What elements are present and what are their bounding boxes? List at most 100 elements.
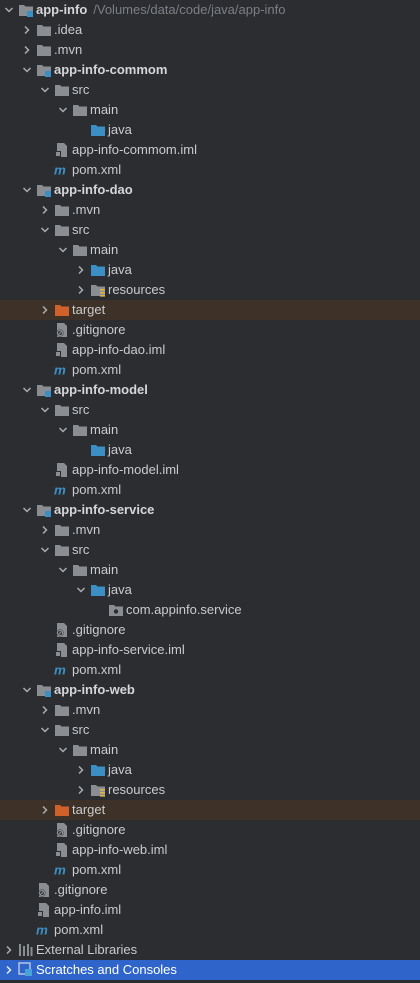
tree-label: com.appinfo.service <box>126 600 242 620</box>
tree-row-main[interactable]: main <box>0 420 420 440</box>
tree-row-main[interactable]: main <box>0 560 420 580</box>
tree-row-java[interactable]: java <box>0 120 420 140</box>
chevron-right-icon[interactable] <box>74 280 88 300</box>
tree-row-main[interactable]: main <box>0 740 420 760</box>
tree-label: pom.xml <box>54 920 103 940</box>
tree-row-com-appinfo-service[interactable]: com.appinfo.service <box>0 600 420 620</box>
tree-row-gitignore[interactable]: .gitignore <box>0 620 420 640</box>
chevron-right-icon[interactable] <box>20 40 34 60</box>
tree-row-idea[interactable]: .idea <box>0 20 420 40</box>
chevron-down-icon[interactable] <box>74 580 88 600</box>
tree-row-app-info[interactable]: app-info/Volumes/data/code/java/app-info <box>0 0 420 20</box>
tree-row-external-libraries[interactable]: External Libraries <box>0 940 420 960</box>
tree-label: main <box>90 560 118 580</box>
tree-row-app-info-commom[interactable]: app-info-commom <box>0 60 420 80</box>
tree-row-src[interactable]: src <box>0 400 420 420</box>
chevron-down-icon[interactable] <box>2 0 16 20</box>
tree-row-mvn[interactable]: .mvn <box>0 200 420 220</box>
tree-row-app-info-web-iml[interactable]: app-info-web.iml <box>0 840 420 860</box>
chevron-down-icon[interactable] <box>20 380 34 400</box>
chevron-down-icon[interactable] <box>38 720 52 740</box>
tree-row-app-info-web[interactable]: app-info-web <box>0 680 420 700</box>
tree-row-gitignore[interactable]: .gitignore <box>0 820 420 840</box>
tree-row-target[interactable]: target <box>0 800 420 820</box>
chevron-right-icon[interactable] <box>38 800 52 820</box>
chevron-down-icon[interactable] <box>38 400 52 420</box>
tree-label: java <box>108 760 132 780</box>
tree-row-src[interactable]: src <box>0 80 420 100</box>
tree-row-mvn[interactable]: .mvn <box>0 520 420 540</box>
tree-row-src[interactable]: src <box>0 720 420 740</box>
chevron-down-icon[interactable] <box>56 420 70 440</box>
tree-row-gitignore[interactable]: .gitignore <box>0 880 420 900</box>
tree-row-src[interactable]: src <box>0 540 420 560</box>
tree-row-app-info-service-iml[interactable]: app-info-service.iml <box>0 640 420 660</box>
tree-row-app-info-dao[interactable]: app-info-dao <box>0 180 420 200</box>
tree-label: src <box>72 220 89 240</box>
tree-row-app-info-model[interactable]: app-info-model <box>0 380 420 400</box>
chevron-down-icon[interactable] <box>38 80 52 100</box>
tree-label-text: .gitignore <box>72 622 126 637</box>
chevron-right-icon[interactable] <box>2 960 16 980</box>
chevron-down-icon[interactable] <box>20 180 34 200</box>
chevron-right-icon[interactable] <box>74 260 88 280</box>
maven-file-icon: m <box>54 862 70 878</box>
tree-label: main <box>90 100 118 120</box>
tree-row-target[interactable]: target <box>0 300 420 320</box>
chevron-down-icon[interactable] <box>38 540 52 560</box>
chevron-right-icon[interactable] <box>20 20 34 40</box>
tree-label: src <box>72 540 89 560</box>
chevron-down-icon[interactable] <box>56 560 70 580</box>
svg-text:m: m <box>54 363 66 377</box>
tree-row-app-info-iml[interactable]: app-info.iml <box>0 900 420 920</box>
chevron-right-icon[interactable] <box>2 940 16 960</box>
tree-label-text: app-info-commom.iml <box>72 142 197 157</box>
tree-row-scratches-and-consoles[interactable]: Scratches and Consoles <box>0 960 420 980</box>
tree-row-app-info-service[interactable]: app-info-service <box>0 500 420 520</box>
tree-row-java[interactable]: java <box>0 260 420 280</box>
chevron-down-icon[interactable] <box>56 240 70 260</box>
tree-row-java[interactable]: java <box>0 440 420 460</box>
chevron-down-icon[interactable] <box>20 60 34 80</box>
tree-row-resources[interactable]: resources <box>0 780 420 800</box>
chevron-down-icon[interactable] <box>20 680 34 700</box>
folder-icon <box>36 22 52 38</box>
tree-label: app-info-model <box>54 380 148 400</box>
chevron-right-icon[interactable] <box>38 300 52 320</box>
tree-label-text: .mvn <box>72 202 101 217</box>
chevron-right-icon[interactable] <box>74 760 88 780</box>
tree-row-java[interactable]: java <box>0 580 420 600</box>
chevron-right-icon[interactable] <box>38 700 52 720</box>
chevron-right-icon[interactable] <box>38 520 52 540</box>
tree-row-mvn[interactable]: .mvn <box>0 40 420 60</box>
tree-row-app-info-model-iml[interactable]: app-info-model.iml <box>0 460 420 480</box>
tree-row-gitignore[interactable]: .gitignore <box>0 320 420 340</box>
maven-file-icon: m <box>54 662 70 678</box>
tree-row-app-info-commom-iml[interactable]: app-info-commom.iml <box>0 140 420 160</box>
chevron-right-icon[interactable] <box>38 200 52 220</box>
tree-label-text: java <box>108 262 132 277</box>
folder-icon <box>36 42 52 58</box>
tree-row-app-info-dao-iml[interactable]: app-info-dao.iml <box>0 340 420 360</box>
tree-row-src[interactable]: src <box>0 220 420 240</box>
tree-row-main[interactable]: main <box>0 240 420 260</box>
chevron-down-icon[interactable] <box>38 220 52 240</box>
module-folder-icon <box>36 182 52 198</box>
tree-row-java[interactable]: java <box>0 760 420 780</box>
tree-row-mvn[interactable]: .mvn <box>0 700 420 720</box>
tree-row-main[interactable]: main <box>0 100 420 120</box>
chevron-down-icon[interactable] <box>56 100 70 120</box>
svg-text:m: m <box>54 163 66 177</box>
chevron-right-icon[interactable] <box>74 780 88 800</box>
tree-row-resources[interactable]: resources <box>0 280 420 300</box>
chevron-down-icon[interactable] <box>56 740 70 760</box>
tree-label-text: app-info-dao.iml <box>72 342 166 357</box>
tree-label-text: resources <box>108 282 166 297</box>
chevron-down-icon[interactable] <box>20 500 34 520</box>
